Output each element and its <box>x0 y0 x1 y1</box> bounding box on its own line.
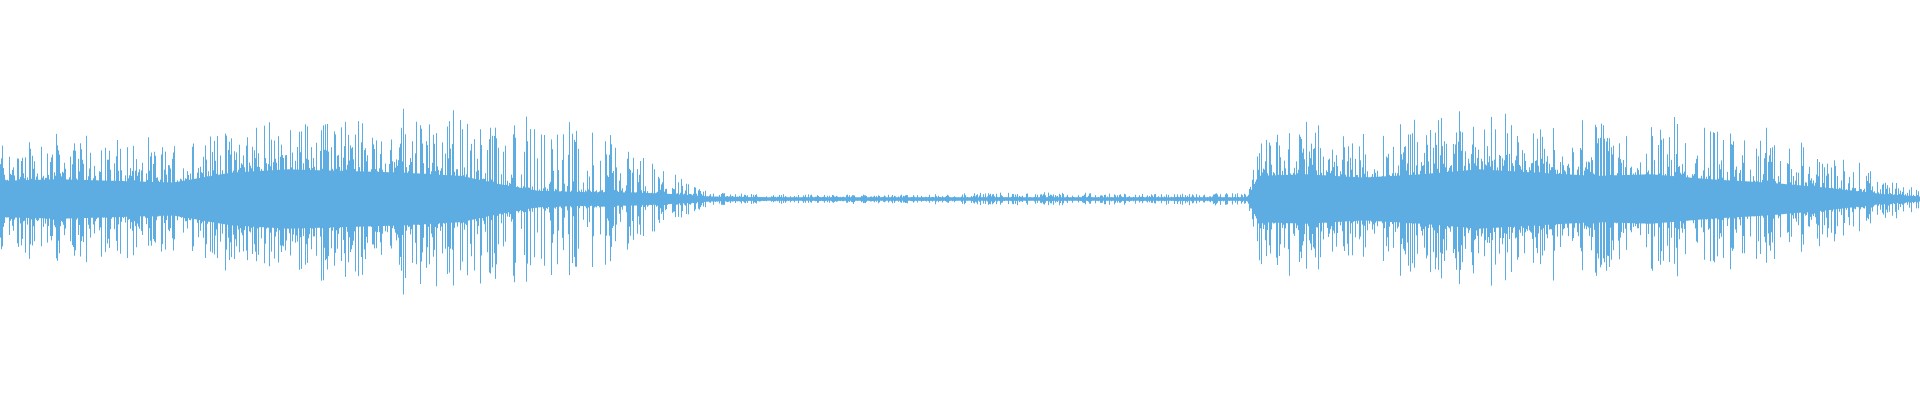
waveform-core <box>0 169 1920 229</box>
waveform-bars <box>0 108 1920 295</box>
